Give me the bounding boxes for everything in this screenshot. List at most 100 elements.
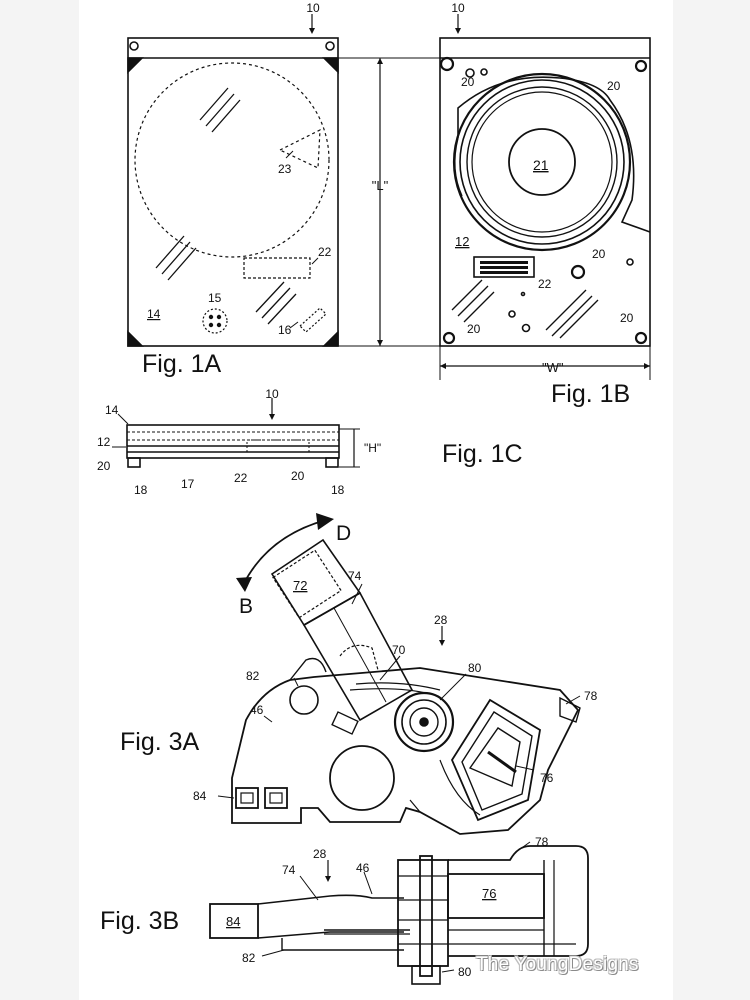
fig1b-ref-20-b: 20 — [607, 79, 621, 93]
fig3a-rotation-arc — [242, 519, 327, 586]
fig3a-coil-inner — [461, 711, 533, 811]
fig1c-ref-17: 17 — [181, 477, 195, 491]
fig1a-pin — [216, 322, 222, 328]
fig1b-ref-20-d: 20 — [467, 322, 481, 336]
fig-1c — [112, 398, 360, 468]
fig1b-ref-12: 12 — [455, 234, 469, 249]
fig3a-ref-76: 76 — [540, 771, 554, 785]
fig1b-title: Fig. 1B — [551, 380, 630, 408]
fig1c-ref-14: 14 — [105, 403, 119, 417]
fig1b-arrowhead — [455, 28, 461, 34]
fig1b-hole — [465, 68, 475, 78]
fig1c-body — [126, 424, 340, 459]
fig3a-ref-74: 74 — [348, 569, 362, 583]
fig3b-stop-78 — [448, 845, 589, 957]
fig1b-connector — [473, 256, 535, 278]
fig1a-disk-dotted — [134, 62, 330, 258]
fig3a-arrow-b — [236, 577, 252, 592]
fig3a-coil — [450, 698, 541, 822]
fig1b-arrowhead — [440, 363, 446, 369]
watermark: The YoungDesigns — [476, 954, 639, 975]
fig3a-leader — [217, 795, 235, 799]
fig1b-hole — [508, 310, 516, 318]
fig3a-flex-cable — [355, 682, 441, 691]
fig3a-ref-46: 46 — [250, 703, 264, 717]
fig1a-jumper — [202, 308, 228, 334]
fig1c-title: Fig. 1C — [442, 440, 523, 468]
fig1a-part-16 — [299, 307, 327, 333]
fig1c-ref-18-a: 18 — [134, 483, 148, 497]
fig1a-leader — [289, 321, 299, 329]
fig3a-ref-80: 80 — [468, 661, 482, 675]
fig3a-arm-edge — [333, 607, 387, 703]
fig1c-ref-18-b: 18 — [331, 483, 345, 497]
fig3b-arm-bottom — [257, 931, 404, 939]
fig1a-ref-22: 22 — [318, 245, 332, 259]
fig1a-ref-14: 14 — [147, 307, 161, 321]
fig1a-pin — [216, 314, 222, 320]
fig3b-ref-74: 74 — [282, 863, 296, 877]
fig3a-coil-bar — [487, 750, 517, 774]
fig3a-dir-b: B — [239, 595, 253, 618]
fig3a-baseplate — [231, 667, 580, 835]
fig3a-leader — [351, 583, 363, 605]
fig3b-ref-46: 46 — [356, 861, 370, 875]
fig1a-screw-hole — [129, 41, 139, 51]
fig3b-ref-82: 82 — [242, 951, 256, 965]
fig1b-mount-hole — [634, 331, 648, 345]
fig1b-ref-20-c: 20 — [592, 247, 606, 261]
fig3a-pivot-cap — [289, 685, 319, 715]
fig1a-arrowhead — [377, 340, 383, 346]
fig3a-flex — [339, 644, 379, 671]
fig3b-ref-84: 84 — [226, 914, 240, 929]
fig1c-ref-20-a: 20 — [97, 459, 111, 473]
fig1a-arrowhead — [309, 28, 315, 34]
fig3a-arrowhead — [439, 640, 445, 646]
fig3b-leader — [299, 875, 319, 901]
fig1a-screw-hole — [325, 41, 335, 51]
fig-1b — [439, 14, 651, 380]
fig1c-ref-22: 22 — [234, 471, 248, 485]
fig1b-hole — [521, 323, 531, 333]
fig3a-flex-cable — [349, 688, 431, 695]
fig1a-corner — [322, 330, 339, 347]
fig3a-dir-d: D — [336, 522, 351, 545]
fig3a-pad — [264, 787, 288, 809]
fig1c-dim-h: "H" — [364, 441, 381, 455]
fig1a-ref-15: 15 — [208, 291, 222, 305]
fig1a-dim-l: "L" — [372, 178, 389, 193]
fig1b-hole — [626, 258, 634, 266]
fig3a-pad-inner — [240, 792, 254, 804]
fig3a-leader — [439, 673, 467, 701]
fig3a-edge — [409, 759, 481, 816]
fig1b-ref-20-a: 20 — [461, 75, 475, 89]
fig-1a — [127, 14, 442, 347]
fig1b-ref-21: 21 — [533, 157, 549, 173]
fig3b-arrowhead — [325, 876, 331, 882]
fig3b-ref-78: 78 — [535, 835, 549, 849]
fig3b-arm-end — [209, 903, 259, 939]
fig3a-pivot — [419, 717, 429, 727]
fig3b-title: Fig. 3B — [100, 907, 179, 935]
fig1a-pin — [208, 322, 214, 328]
fig1a-corner — [127, 57, 144, 74]
fig1a-corner — [322, 57, 339, 74]
fig1a-connector — [243, 257, 311, 279]
fig3a-ref-70: 70 — [392, 643, 406, 657]
fig3b-arm-top — [257, 894, 404, 905]
fig1b-disk-ring — [471, 91, 613, 233]
fig3a-bearing-hub — [409, 707, 439, 737]
fig1b-disk-ring — [459, 79, 625, 245]
fig1b-mount-hole — [570, 264, 586, 280]
fig1b-dim-w: "W" — [542, 360, 564, 375]
fig3a-head-window — [272, 549, 342, 619]
fig1a-arrowhead — [377, 58, 383, 64]
fig1b-outline — [439, 37, 651, 347]
fig1b-shading — [451, 279, 599, 339]
fig1c-ref-20-b: 20 — [291, 469, 305, 483]
fig1b-hole — [480, 68, 488, 76]
fig1a-pin — [208, 314, 214, 320]
fig3a-coil-window — [468, 727, 521, 787]
fig1a-outline — [127, 37, 339, 347]
